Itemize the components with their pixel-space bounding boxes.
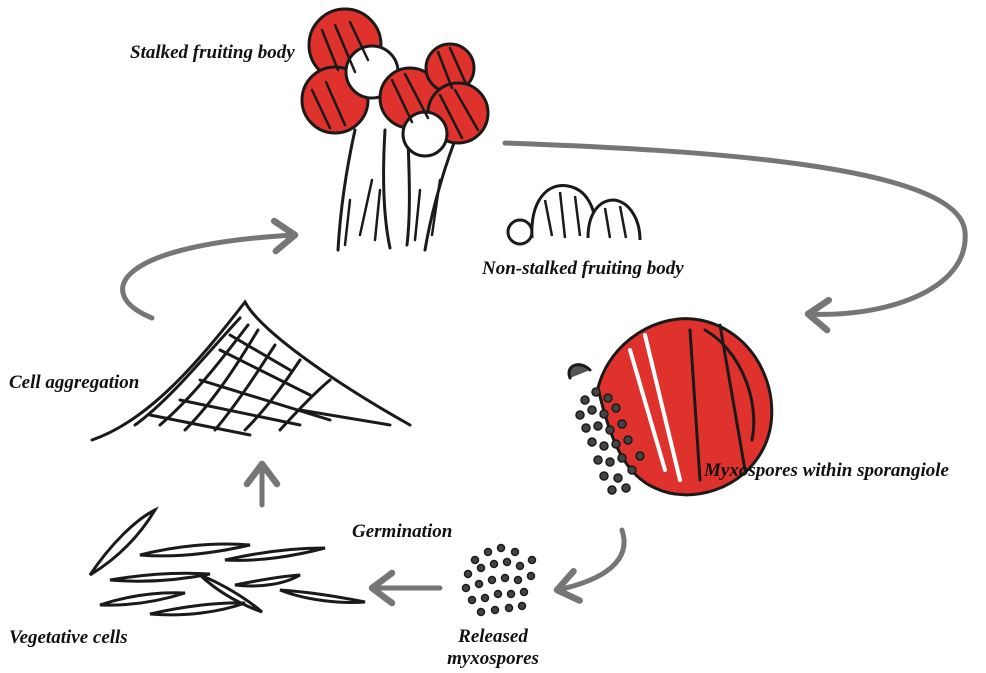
label-vegetative-cells: Vegetative cells	[9, 627, 128, 649]
cell-aggregation-drawing	[92, 302, 410, 440]
vegetative-cells-drawing	[90, 510, 365, 615]
label-released-myxospores: Released myxospores	[436, 626, 550, 670]
stalked-fruiting-body-drawing	[302, 9, 488, 250]
label-germination: Germination	[352, 521, 452, 543]
arrow-aggregation-to-fruiting	[123, 235, 295, 318]
label-released-line2: myxospores	[436, 648, 550, 670]
label-released-line1: Released	[436, 626, 550, 648]
label-myxospores-within-sporangiole: Myxospores within sporangiole	[704, 460, 949, 482]
label-cell-aggregation: Cell aggregation	[9, 372, 139, 394]
nonstalked-fruiting-body-drawing	[508, 185, 640, 244]
label-stalked-fruiting-body: Stalked fruiting body	[130, 42, 295, 64]
label-nonstalked-fruiting-body: Non-stalked fruiting body	[482, 258, 684, 280]
released-myxospores-drawing	[463, 545, 536, 616]
arrow-sporangiole-to-released	[557, 530, 624, 590]
